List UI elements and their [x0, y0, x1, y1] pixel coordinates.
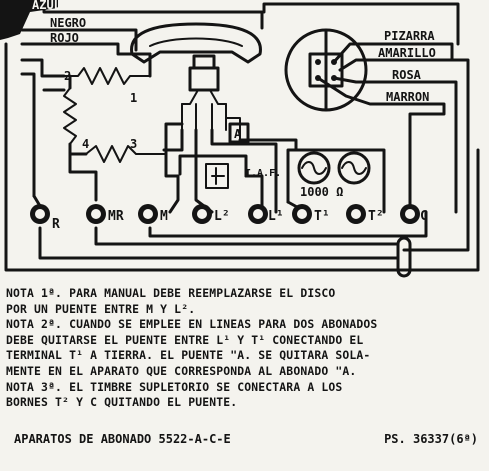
wire-label-rojo: ROJO: [50, 31, 79, 45]
switch-a-label: A: [234, 127, 242, 141]
footer-title: APARATOS DE ABONADO 5522-A-C-E: [14, 432, 231, 446]
iaf-switch: [178, 154, 248, 189]
terminal-label-C: C: [420, 209, 428, 224]
terminal-label-L2: L²: [214, 209, 230, 224]
terminal-label-T2: T²: [368, 209, 384, 224]
right-cord-wires: [262, 2, 470, 252]
note-line: NOTA 3ª. EL TIMBRE SUPLETORIO SE CONECTA…: [6, 379, 343, 394]
ringer-bell-icon: [286, 148, 386, 204]
iaf-label: I.A.F.: [245, 168, 281, 179]
left-cord-wires: [20, 0, 264, 198]
wire-label-marron: MARRON: [386, 90, 429, 104]
coil-tap-1: 1: [130, 91, 137, 105]
ringer-resistance: 1000 Ω: [300, 185, 343, 199]
footer-reference: PS. 36337(6ª): [384, 432, 478, 446]
footer: APARATOS DE ABONADO 5522-A-C-E PS. 36337…: [14, 432, 478, 446]
terminal-label-M: M: [160, 209, 168, 224]
terminal-label-MR: MR: [108, 209, 124, 224]
terminal-label-L1: L¹: [268, 209, 284, 224]
terminal-T1: [292, 204, 312, 224]
terminal-L2: [192, 204, 212, 224]
note-line: NOTA 1ª. PARA MANUAL DEBE REEMPLAZARSE E…: [6, 286, 336, 300]
note-line: DEBE QUITARSE EL PUENTE ENTRE L¹ Y T¹ CO…: [6, 332, 364, 347]
terminal-label-R: R: [52, 217, 60, 232]
hook-switch-icon: [181, 54, 241, 141]
rotary-dial-icon: [284, 28, 368, 112]
wire-label-negro: NEGRO: [50, 16, 86, 30]
notes-block: NOTA 1ª. PARA MANUAL DEBE REEMPLAZARSE E…: [6, 286, 484, 411]
note-line: POR UN PUENTE ENTRE M Y L².: [6, 301, 196, 316]
terminal-L1: [248, 204, 268, 224]
terminal-label-T1: T¹: [314, 209, 330, 224]
coil-tap-3: 3: [130, 137, 137, 151]
terminal-M: [138, 204, 158, 224]
note-line: TERMINAL T¹ A TIERRA. EL PUENTE "A. SE Q…: [6, 348, 371, 363]
frame-wire: [4, 42, 480, 272]
switch-a-box: [228, 122, 250, 144]
wire-label-amarillo: AMARILLO: [378, 46, 436, 60]
terminal-T2: [346, 204, 366, 224]
note-line: MENTE EN EL APARATO QUE CORRESPONDA AL A…: [6, 363, 357, 378]
coil-tap-2: 2: [64, 69, 71, 83]
bottom-bus: [38, 210, 428, 260]
wiring-diagram: A 2 1 4 3 I.A.F.: [0, 0, 480, 278]
terminal-MR: [86, 204, 106, 224]
handset-icon: [130, 22, 262, 64]
terminal-C: [400, 204, 420, 224]
terminal-R: [30, 204, 50, 224]
coil-tap-4: 4: [82, 137, 89, 151]
induction-coil: [42, 52, 184, 202]
note-line: BORNES T² Y C QUITANDO EL PUENTE.: [6, 395, 238, 410]
wire-label-pizarra: PIZARRA: [384, 29, 435, 43]
wire-label-azul: AZUL: [32, 0, 61, 12]
note-line: NOTA 2ª. CUANDO SE EMPLEE EN LINEAS PARA…: [6, 317, 378, 332]
wire-label-rosa: ROSA: [392, 68, 422, 82]
